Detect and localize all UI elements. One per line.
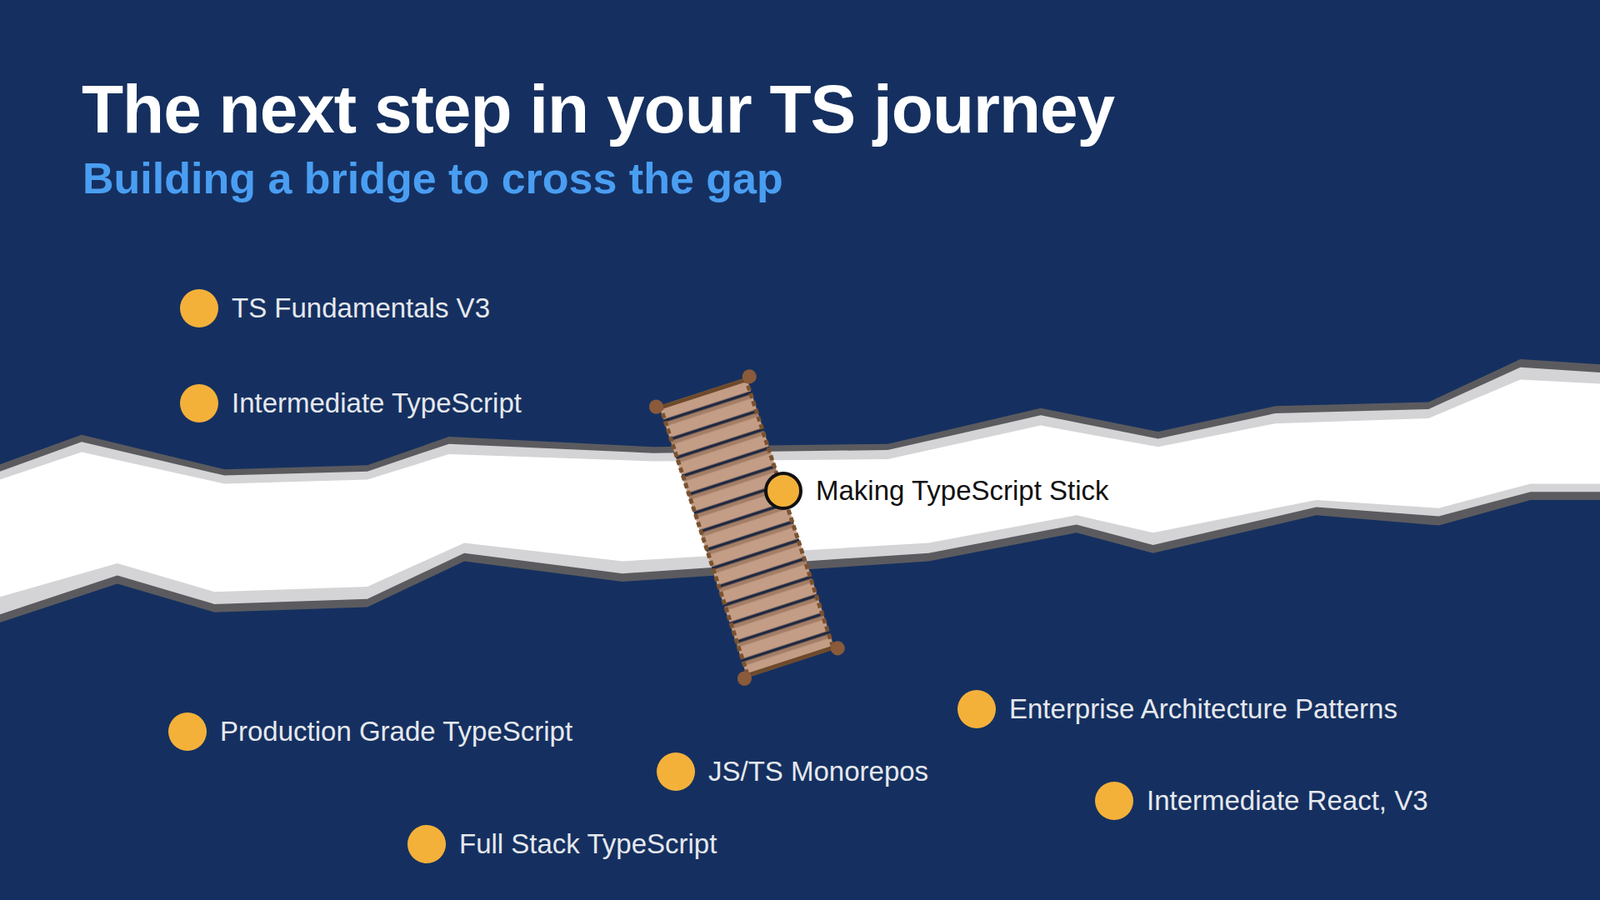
bullet-dot <box>407 825 446 864</box>
bullet-dot <box>764 471 803 510</box>
bullet-label: Enterprise Architecture Patterns <box>1009 693 1398 725</box>
title: The next step in your TS journey <box>81 70 1115 149</box>
bullet-dot <box>180 384 219 423</box>
bullet-label: Intermediate React, V3 <box>1146 785 1429 817</box>
bullet-item: Intermediate React, V3 <box>1095 781 1429 820</box>
bullet-dot <box>1095 781 1134 820</box>
bullet-dot <box>957 690 996 729</box>
bullet-label: Making TypeScript Stick <box>815 475 1110 507</box>
bullet-label: Intermediate TypeScript <box>231 387 522 420</box>
bullet-item: Full Stack TypeScript <box>407 825 717 864</box>
bullet-item: Intermediate TypeScript <box>180 384 522 423</box>
bullet-dot <box>180 289 219 328</box>
bullet-label: TS Fundamentals V3 <box>231 292 490 325</box>
bullet-dot <box>168 712 207 751</box>
bullet-item: Production Grade TypeScript <box>168 712 573 751</box>
bullet-label: Production Grade TypeScript <box>220 715 573 748</box>
bullet-item: Enterprise Architecture Patterns <box>957 690 1398 729</box>
bullet-label: JS/TS Monorepos <box>708 755 929 788</box>
subtitle: Building a bridge to cross the gap <box>82 153 784 204</box>
bullet-item: JS/TS Monorepos <box>656 752 929 791</box>
bullet-dot <box>656 752 695 791</box>
rope-bridge <box>647 367 847 688</box>
bullet-item: Making TypeScript Stick <box>764 471 1110 510</box>
bullet-item: TS Fundamentals V3 <box>180 289 490 328</box>
bullet-label: Full Stack TypeScript <box>459 828 717 860</box>
